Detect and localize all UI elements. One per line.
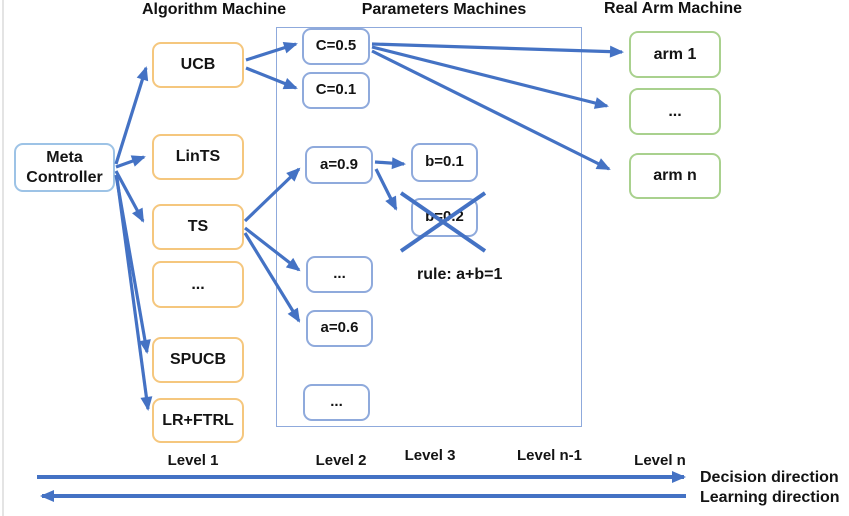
node-lints: LinTS: [152, 134, 244, 180]
node-lr-ftrl: LR+FTRL: [152, 398, 244, 443]
node-arm-n: arm n: [629, 153, 721, 199]
header-algorithm-machine: Algorithm Machine: [141, 1, 286, 18]
arrow-meta-to-ucb: [114, 66, 149, 165]
node-ucb: UCB: [152, 42, 244, 88]
node-c-0-1: C=0.1: [302, 72, 370, 109]
arrow-meta-to-spucb: [114, 174, 151, 354]
left-edge-line: [2, 0, 4, 516]
node-arm-1: arm 1: [629, 31, 721, 78]
arrow-meta-to-ts: [114, 170, 145, 223]
node-arm-ellipsis: ...: [629, 88, 721, 135]
node-b-0-2-crossed-out: b=0.2: [411, 198, 478, 237]
node-b-0-1: b=0.1: [411, 143, 478, 182]
node-a-0-9: a=0.9: [305, 146, 373, 184]
level-3-label: Level 3: [404, 447, 456, 464]
node-ts: TS: [152, 204, 244, 250]
arrow-meta-to-lrftrl: [115, 177, 153, 411]
header-real-arm-machine: Real Arm Machine: [603, 0, 743, 17]
header-parameters-machines: Parameters Machines: [361, 1, 527, 18]
decision-direction-label: Decision direction: [700, 469, 839, 486]
node-c-0-5: C=0.5: [302, 28, 370, 65]
level-n-1-label: Level n-1: [516, 447, 583, 464]
node-parameter-ellipsis-1: ...: [306, 256, 373, 293]
level-1-label: Level 1: [167, 452, 219, 469]
node-spucb: SPUCB: [152, 337, 244, 383]
rule-annotation: rule: a+b=1: [417, 266, 503, 283]
node-meta-controller: Meta Controller: [14, 143, 115, 192]
node-algorithm-ellipsis: ...: [152, 261, 244, 308]
level-n-label: Level n: [634, 452, 686, 469]
node-a-0-6: a=0.6: [306, 310, 373, 347]
learning-direction-label: Learning direction: [700, 489, 840, 506]
level-2-label: Level 2: [315, 452, 367, 469]
arrow-meta-to-lints: [115, 155, 146, 169]
node-parameter-ellipsis-2: ...: [303, 384, 370, 421]
